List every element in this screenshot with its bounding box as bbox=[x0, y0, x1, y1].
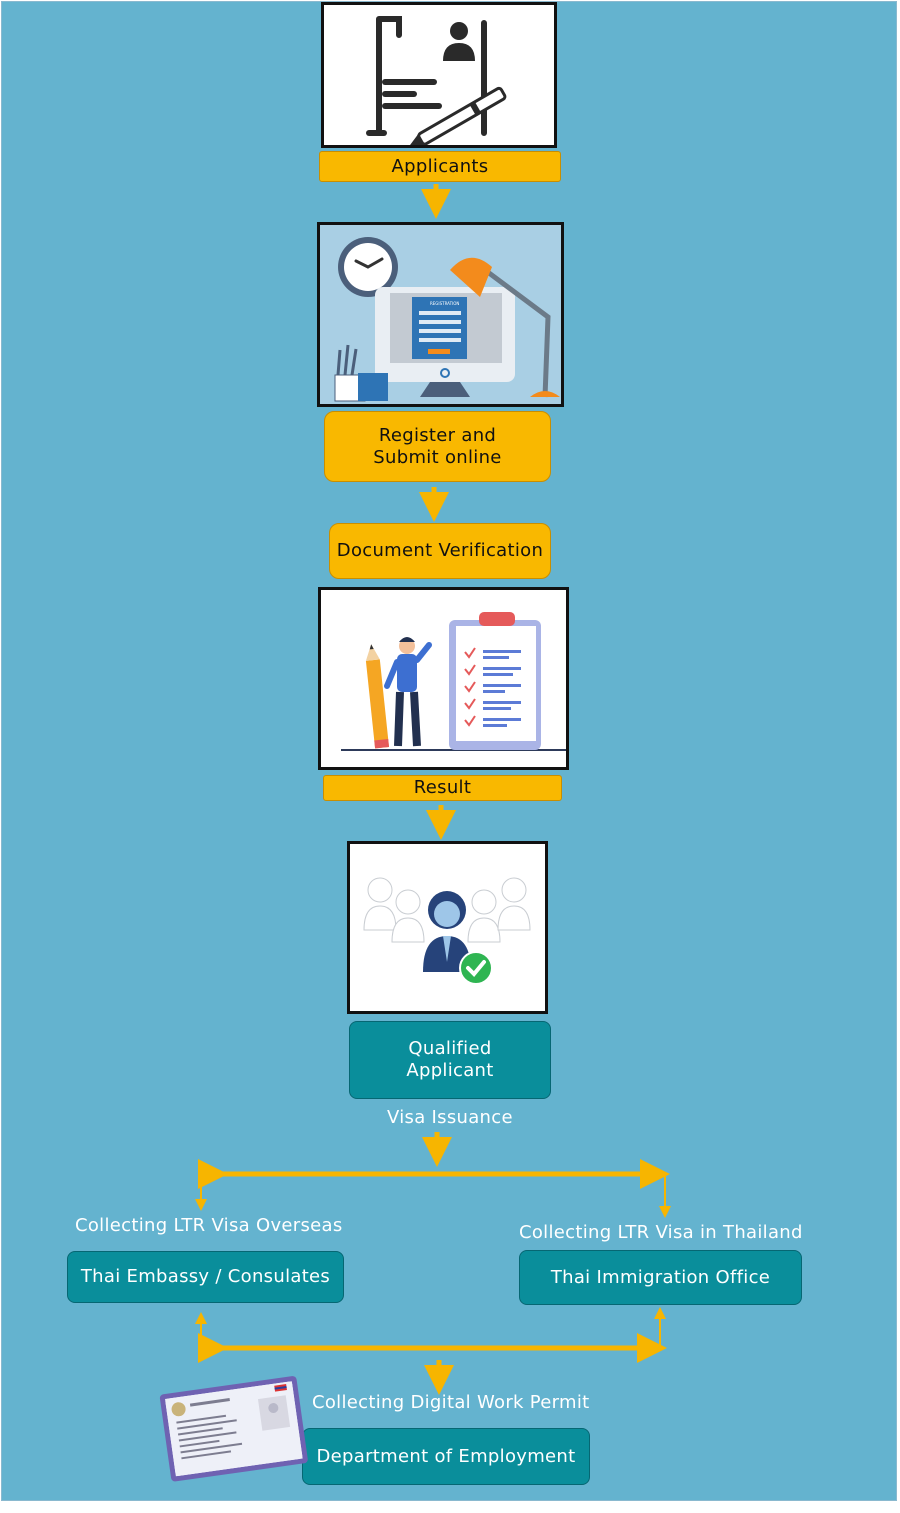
document-person-pen-icon bbox=[366, 16, 507, 145]
registration-form-title: REGISTRATION bbox=[430, 301, 459, 306]
applicants-label: Applicants bbox=[319, 151, 561, 182]
qualified-applicant-label: Qualified Applicant bbox=[349, 1021, 551, 1099]
work-permit-caption: Collecting Digital Work Permit bbox=[312, 1392, 590, 1413]
result-label: Result bbox=[323, 775, 562, 801]
applicant-illustration-frame bbox=[321, 2, 557, 148]
checklist-clipboard-icon bbox=[341, 612, 566, 751]
visa-issuance-caption: Visa Issuance bbox=[387, 1107, 513, 1128]
selected-candidate-icon bbox=[363, 877, 531, 985]
overseas-caption: Collecting LTR Visa Overseas bbox=[75, 1215, 343, 1236]
result-illustration-frame bbox=[318, 587, 569, 770]
qualified-illustration-frame bbox=[347, 841, 548, 1014]
thailand-caption: Collecting LTR Visa in Thailand bbox=[519, 1222, 803, 1243]
register-submit-label: Register and Submit online bbox=[324, 411, 551, 482]
department-of-employment-box: Department of Employment bbox=[302, 1428, 590, 1485]
computer-registration-icon: REGISTRATION bbox=[334, 237, 560, 402]
thai-immigration-box: Thai Immigration Office bbox=[519, 1250, 802, 1305]
document-verification-label: Document Verification bbox=[329, 523, 551, 579]
thai-embassy-box: Thai Embassy / Consulates bbox=[67, 1251, 344, 1303]
register-illustration-frame: REGISTRATION bbox=[317, 222, 564, 407]
